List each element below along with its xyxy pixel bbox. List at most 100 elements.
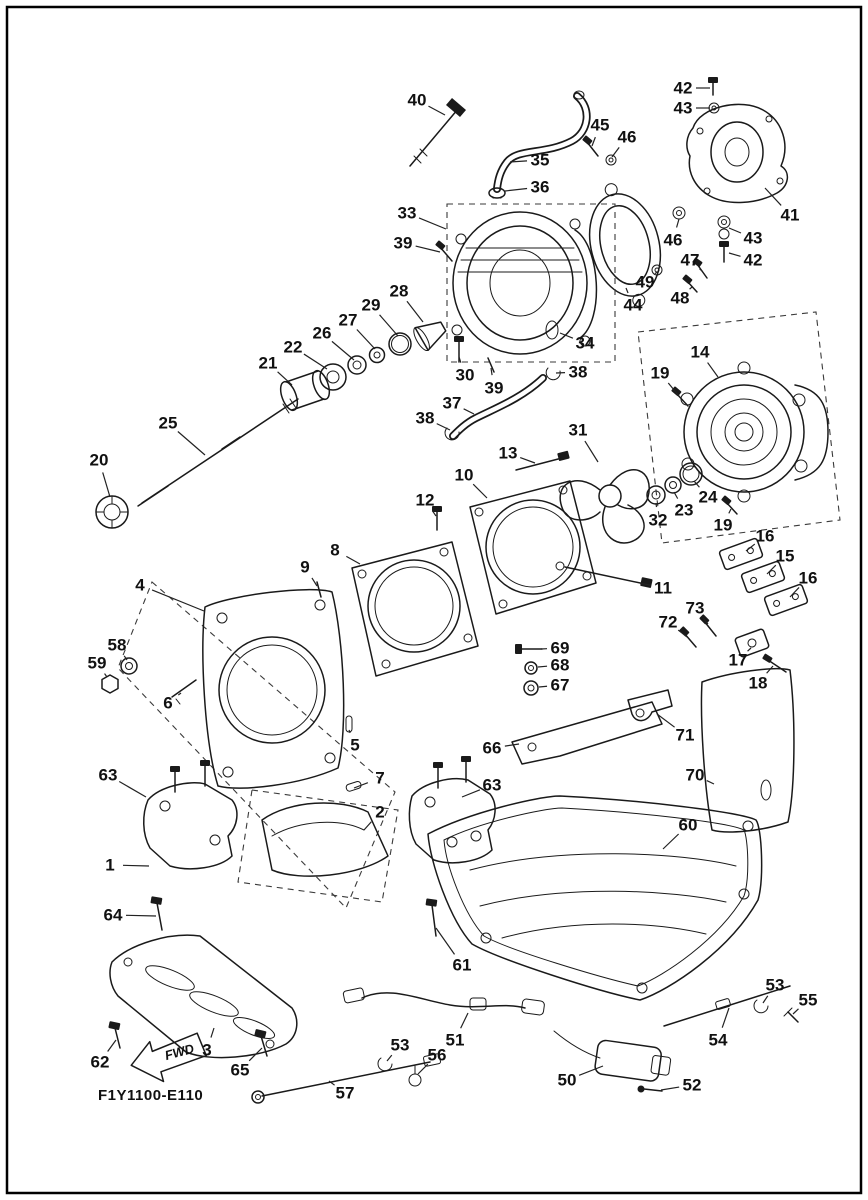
part-number-27: 27	[339, 311, 358, 330]
leader-line-60	[662, 833, 680, 850]
leader-line-40	[428, 105, 446, 116]
leader-line-38	[436, 423, 451, 431]
leader-line-46	[675, 218, 680, 228]
bearing-stack	[279, 321, 447, 412]
leader-line-21	[277, 371, 293, 386]
diagram-code: F1Y1100-E110	[98, 1087, 203, 1104]
part-number-32: 32	[649, 511, 668, 530]
leader-line-62	[107, 1039, 117, 1052]
part-number-22: 22	[284, 338, 303, 357]
housing-hardware	[444, 336, 561, 441]
transom-plate	[101, 581, 396, 909]
leader-line-25	[177, 431, 206, 456]
leader-line-10	[472, 483, 488, 499]
part-number-11: 11	[654, 579, 672, 598]
leader-line-26	[331, 340, 355, 361]
part-number-20: 20	[90, 451, 109, 470]
part-number-53: 53	[391, 1036, 410, 1055]
part-number-73: 73	[686, 599, 705, 618]
leader-line-54	[721, 1007, 730, 1028]
leader-line-73	[702, 617, 709, 625]
part-number-19: 19	[714, 516, 733, 535]
leader-line-16	[789, 587, 800, 598]
leader-line-52	[660, 1086, 680, 1091]
ride-plate	[427, 795, 763, 1001]
part-number-36: 36	[531, 178, 550, 197]
leader-line-19	[667, 382, 680, 397]
clamp-ring	[588, 183, 662, 307]
leader-line-7	[353, 782, 369, 789]
part-number-43: 43	[674, 99, 693, 118]
leader-line-53	[386, 1054, 393, 1062]
part-number-46: 46	[618, 128, 637, 147]
side-plates	[679, 537, 809, 673]
part-number-30: 30	[456, 366, 475, 385]
leader-line-53	[762, 995, 769, 1004]
part-number-47: 47	[681, 251, 700, 270]
part-number-18: 18	[749, 674, 768, 693]
leader-line-51	[460, 1012, 469, 1029]
leader-line-37	[463, 408, 475, 415]
part-number-65: 65	[231, 1061, 250, 1080]
part-number-38: 38	[416, 409, 435, 428]
part-number-17: 17	[729, 651, 748, 670]
leader-line-1	[122, 864, 150, 867]
leader-line-63	[461, 789, 481, 798]
leader-line-28	[406, 300, 424, 323]
top-fasteners	[409, 77, 731, 293]
part-number-44: 44	[624, 296, 643, 315]
part-number-14: 14	[691, 343, 710, 362]
leader-line-19	[728, 508, 732, 514]
part-number-7: 7	[375, 769, 384, 788]
leader-line-41	[764, 187, 782, 206]
part-number-43: 43	[744, 229, 763, 248]
part-number-64: 64	[104, 906, 123, 925]
part-number-40: 40	[408, 91, 427, 110]
part-number-60: 60	[679, 816, 698, 835]
part-number-29: 29	[362, 296, 381, 315]
brackets	[511, 644, 795, 833]
part-number-35: 35	[531, 151, 550, 170]
leader-line-15	[766, 564, 777, 575]
pump-plates	[316, 450, 653, 677]
part-number-25: 25	[159, 414, 178, 433]
part-number-8: 8	[330, 541, 339, 560]
part-number-26: 26	[313, 324, 332, 343]
leader-line-12	[431, 510, 437, 517]
leader-line-30	[458, 356, 462, 363]
part-number-63: 63	[483, 776, 502, 795]
leader-line-61	[435, 927, 456, 955]
part-number-2: 2	[375, 803, 384, 822]
part-number-68: 68	[551, 656, 570, 675]
fwd-label: FWD	[163, 1041, 196, 1063]
part-number-61: 61	[453, 956, 472, 975]
part-number-71: 71	[676, 726, 695, 745]
leader-line-29	[379, 314, 399, 337]
leader-line-64	[125, 914, 157, 917]
leader-line-13	[519, 456, 536, 464]
part-number-9: 9	[300, 558, 309, 577]
part-number-37: 37	[443, 394, 462, 413]
part-number-15: 15	[776, 547, 795, 566]
part-number-49: 49	[636, 273, 655, 292]
part-number-10: 10	[455, 466, 474, 485]
intake-grate	[108, 934, 298, 1059]
part-number-66: 66	[483, 739, 502, 758]
leader-line-39	[490, 367, 493, 376]
part-number-55: 55	[799, 991, 818, 1010]
leader-line-47	[699, 268, 703, 272]
part-number-3: 3	[202, 1041, 211, 1060]
leader-line-3	[210, 1027, 215, 1038]
leader-line-11	[639, 582, 651, 586]
leader-line-17	[747, 647, 752, 652]
leader-line-56	[417, 1063, 429, 1075]
part-number-51: 51	[446, 1031, 465, 1050]
part-number-38: 38	[569, 363, 588, 382]
leader-line-22	[303, 353, 328, 370]
leader-line-23	[673, 491, 679, 499]
leader-line-34	[559, 332, 574, 339]
part-number-16: 16	[799, 569, 818, 588]
part-number-52: 52	[683, 1076, 702, 1095]
leader-line-59	[104, 673, 108, 678]
